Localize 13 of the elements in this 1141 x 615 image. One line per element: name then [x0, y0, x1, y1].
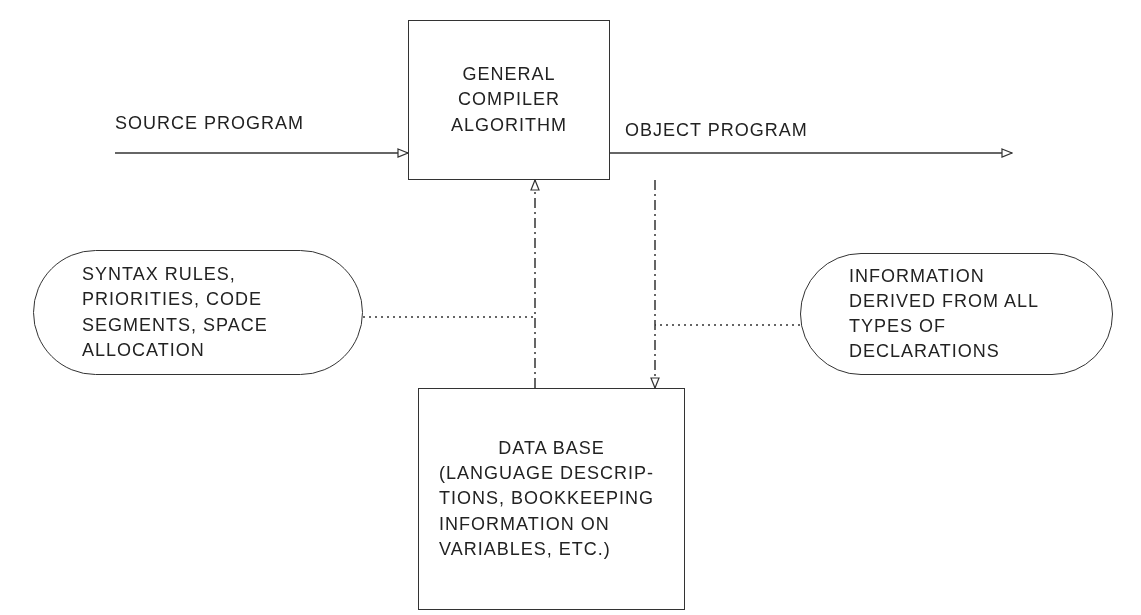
node-text: GENERAL COMPILER ALGORITHM: [450, 63, 568, 137]
box-heading: DATA BASE: [497, 437, 606, 461]
node-text: (LANGUAGE DESCRIP- TIONS, BOOKKEEPING INFORMATION ON VARIABLES, ETC.): [438, 462, 656, 561]
arrow: [114, 148, 409, 158]
node-text: SYNTAX RULES, PRIORITIES, CODE SEGMENTS, SPACE ALLOCATION: [82, 263, 269, 362]
process-box: [418, 388, 685, 610]
arrow: [609, 148, 1013, 158]
process-box: [408, 20, 610, 180]
arrow: [530, 179, 540, 389]
dotted-connector: [362, 316, 536, 318]
node-text: INFORMATION DERIVED FROM ALL TYPES OF DECLARATIONS: [849, 264, 1040, 364]
dotted-connector: [654, 324, 801, 326]
arrow: [650, 179, 660, 389]
